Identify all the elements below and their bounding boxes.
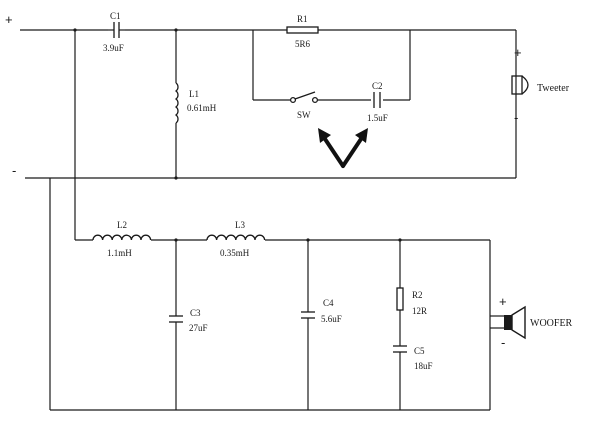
c1-name: C1	[110, 11, 121, 21]
r2-value: 12R	[412, 306, 427, 316]
c3-value: 27uF	[189, 323, 208, 333]
capacitor-c4	[301, 311, 315, 319]
capacitor-c2	[373, 92, 381, 108]
l1-name: L1	[189, 89, 199, 99]
l1-value: 0.61mH	[187, 103, 217, 113]
c5-value: 18uF	[414, 361, 433, 371]
tweeter-plus-label: +	[514, 45, 522, 60]
junction-dots	[73, 28, 402, 242]
c4-value: 5.6uF	[321, 314, 342, 324]
woofer-speaker	[490, 305, 526, 340]
inductor-l1	[174, 82, 179, 124]
l2-name: L2	[117, 220, 127, 230]
inductor-l3	[206, 234, 266, 241]
r1-name: R1	[297, 14, 308, 24]
chevron-up-arrows-icon	[318, 128, 368, 168]
c2-value: 1.5uF	[367, 113, 388, 123]
sw-name: SW	[297, 110, 311, 120]
capacitor-c1	[108, 22, 125, 38]
capacitor-c3	[169, 315, 183, 323]
resistor-r1	[286, 26, 319, 34]
r1-value: 5R6	[295, 39, 311, 49]
c2-name: C2	[372, 81, 383, 91]
woofer-minus-label: -	[501, 335, 505, 350]
c4-name: C4	[323, 298, 334, 308]
l3-name: L3	[235, 220, 245, 230]
c3-name: C3	[190, 308, 201, 318]
l2-value: 1.1mH	[107, 248, 132, 258]
switch-sw	[289, 91, 319, 104]
input-plus-label: +	[5, 12, 13, 27]
inductor-l2	[92, 234, 152, 241]
tweeter-speaker	[511, 75, 529, 95]
resistor-r2	[396, 287, 404, 311]
l3-value: 0.35mH	[220, 248, 250, 258]
input-minus-label: -	[12, 163, 16, 178]
woofer-plus-label: +	[499, 294, 507, 309]
c5-name: C5	[414, 346, 425, 356]
tweeter-label: Tweeter	[537, 83, 570, 94]
r2-name: R2	[412, 290, 423, 300]
capacitor-c5	[393, 345, 407, 353]
c1-value: 3.9uF	[103, 43, 124, 53]
wires	[20, 29, 517, 411]
tweeter-minus-label: -	[514, 110, 518, 125]
woofer-label: WOOFER	[530, 318, 573, 329]
